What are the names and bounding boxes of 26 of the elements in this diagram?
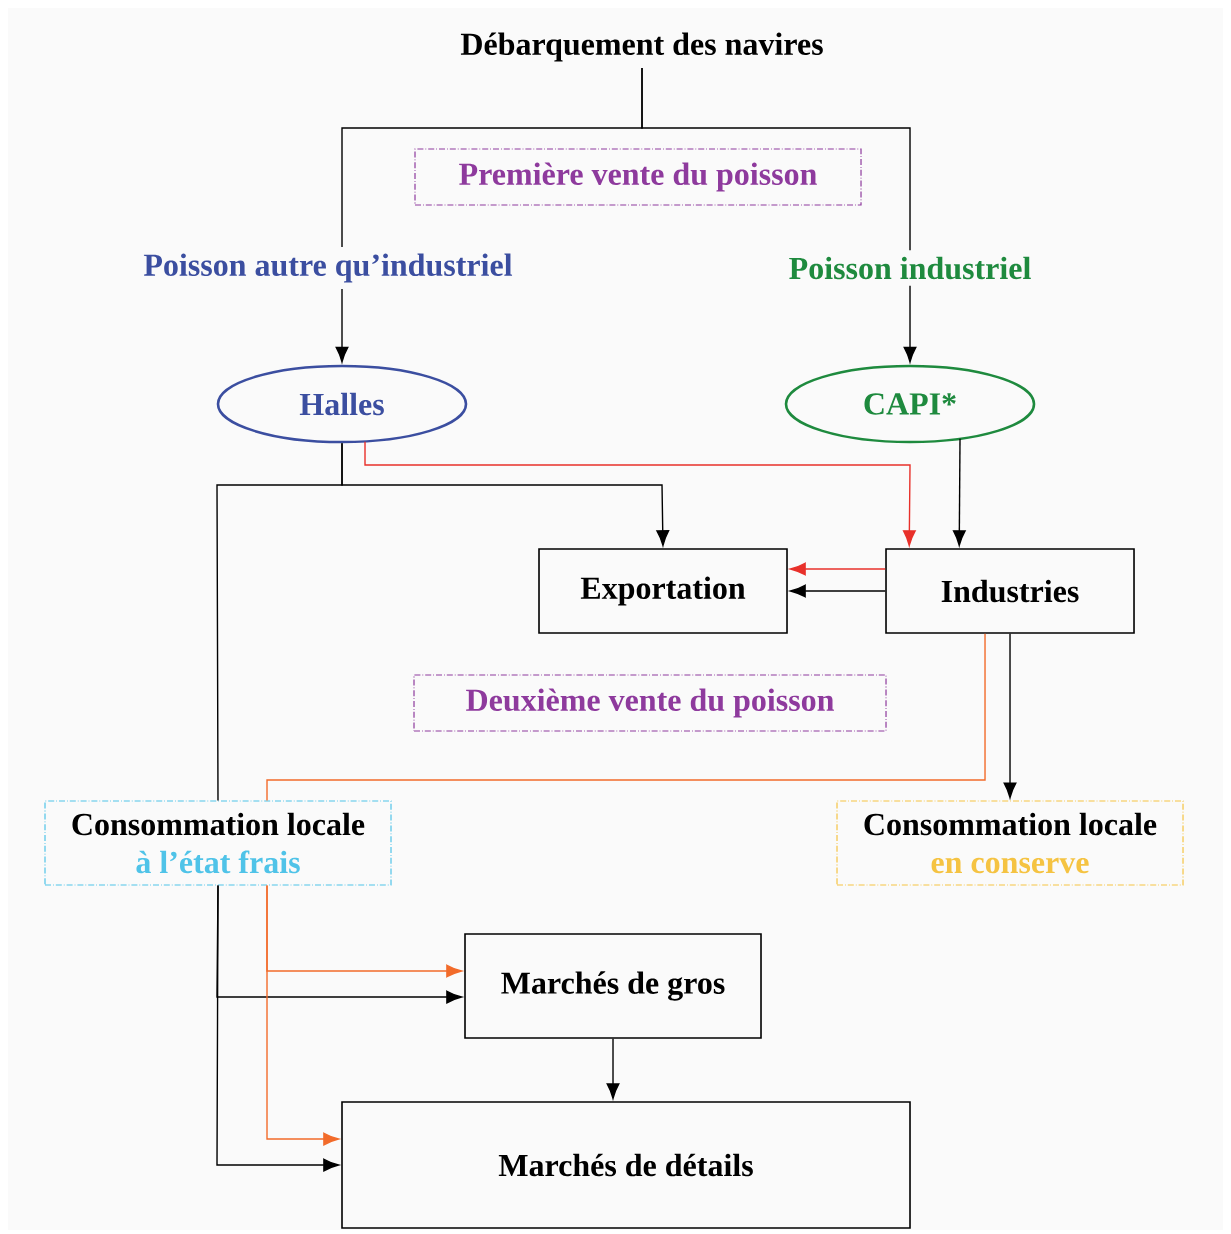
text-label: Poisson industriel [789, 256, 1031, 280]
arrow [903, 285, 917, 363]
connector-line [266, 633, 986, 802]
arrow [789, 584, 886, 598]
arrow [335, 288, 349, 363]
text-label: Débarquement des navires [460, 32, 823, 62]
oval-node: Halles [216, 364, 468, 444]
arrow [606, 1038, 620, 1100]
text-label: Poisson autre qu’industriel [143, 253, 513, 283]
oval-node: CAPI* [784, 364, 1036, 444]
arrow [364, 441, 916, 547]
arrow [952, 438, 966, 547]
arrow [266, 884, 340, 1146]
connector-line [216, 442, 343, 802]
arrow [216, 884, 340, 1172]
dashed-box: Première vente du poisson [414, 148, 862, 206]
process-box: Exportation [538, 548, 788, 634]
connector-line [641, 67, 911, 251]
dashed-box: Deuxième vente du poisson [413, 674, 887, 732]
dashed-box: Consommation locale à l’état frais [44, 800, 392, 886]
process-box: Industries [885, 548, 1135, 634]
arrow [789, 562, 886, 576]
arrow [1003, 633, 1017, 799]
process-box: Marchés de détails [341, 1101, 911, 1229]
dashed-box: Consommation locale en conserve [836, 800, 1184, 886]
process-box: Marchés de gros [464, 933, 762, 1039]
